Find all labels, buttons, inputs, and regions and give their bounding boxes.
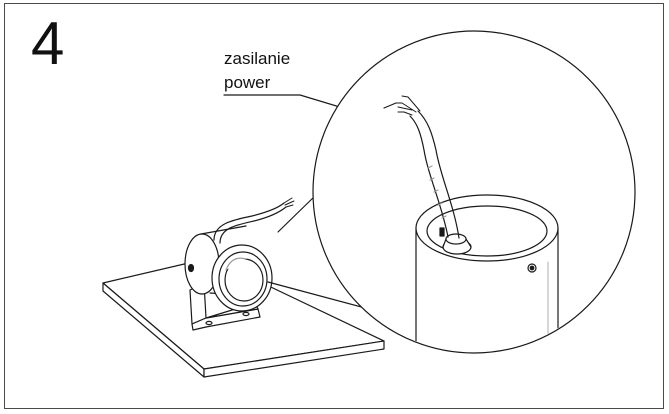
magnifier-leader-top — [277, 193, 318, 233]
callout-label-polish: zasilanie — [224, 49, 291, 68]
detail-cable — [383, 95, 460, 239]
detail-cable-gland — [439, 227, 472, 255]
camera-housing — [184, 225, 273, 312]
camera-cable — [213, 197, 295, 244]
detail-housing — [415, 194, 559, 352]
step-number: 4 — [31, 10, 65, 77]
callout-label-english: power — [224, 73, 271, 92]
detail-magnifier — [312, 30, 636, 354]
